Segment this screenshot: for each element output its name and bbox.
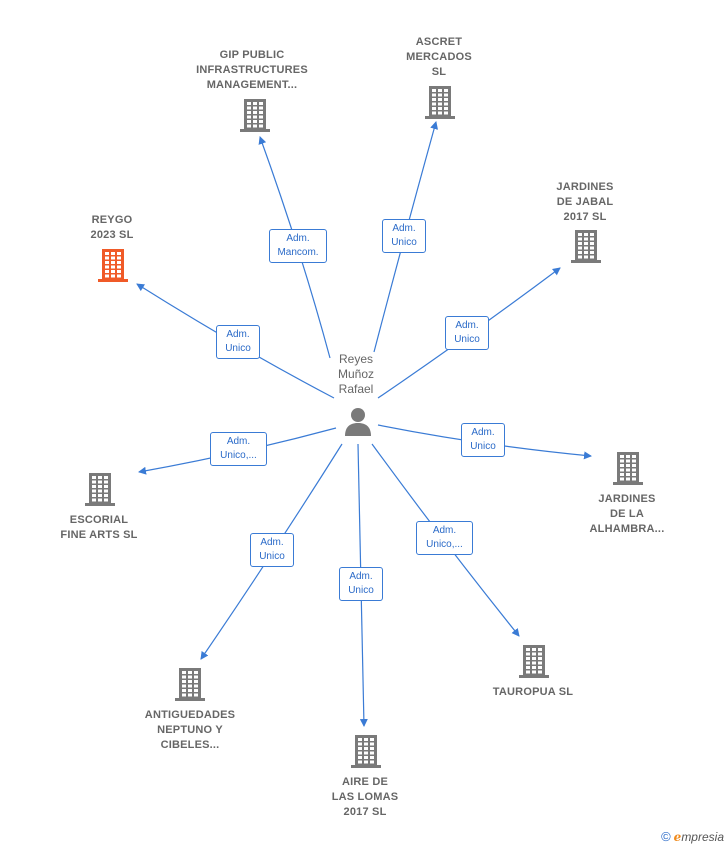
company-name-gip[interactable]: GIP PUBLIC INFRASTRUCTURES MANAGEMENT... [196,49,308,91]
role-label-antiguedades: Adm. Unico [250,533,294,567]
building-icon[interactable] [423,84,457,120]
building-icon[interactable] [96,247,130,283]
role-label-ascret: Adm. Unico [382,219,426,253]
building-icon[interactable] [611,450,645,486]
company-name-escorial[interactable]: ESCORIAL FINE ARTS SL [60,514,138,541]
role-label-tauropua: Adm. Unico,... [416,521,473,555]
building-icon[interactable] [238,97,272,133]
company-name-jabal[interactable]: JARDINES DE JABAL 2017 SL [556,181,614,223]
company-name-antiguedades[interactable]: ANTIGUEDADES NEPTUNO Y CIBELES... [144,709,236,751]
role-label-gip: Adm. Mancom. [269,229,327,263]
building-icon[interactable] [349,733,383,769]
role-label-escorial: Adm. Unico,... [210,432,267,466]
brand-initial: e [673,830,682,844]
building-icon[interactable] [517,643,551,679]
role-label-airelomas: Adm. Unico [339,567,383,601]
role-label-alhambra: Adm. Unico [461,423,505,457]
building-icon[interactable] [569,228,603,264]
role-label-reygo: Adm. Unico [216,325,260,359]
building-icon[interactable] [83,471,117,507]
company-name-ascret[interactable]: ASCRET MERCADOS SL [406,36,472,78]
company-name-tauropua[interactable]: TAUROPUA SL [492,686,574,698]
company-name-airelomas[interactable]: AIRE DE LAS LOMAS 2017 SL [331,776,399,818]
footer-brand: ©empresia [661,829,724,844]
building-icon[interactable] [173,666,207,702]
person-name[interactable]: Reyes Muñoz Rafael [337,352,375,396]
brand-name: mpresia [681,830,724,844]
company-name-alhambra[interactable]: JARDINES DE LA ALHAMBRA... [589,493,665,535]
company-name-reygo[interactable]: REYGO 2023 SL [90,214,134,241]
person-icon[interactable] [342,405,374,437]
copyright-symbol: © [661,829,671,844]
role-label-jabal: Adm. Unico [445,316,489,350]
